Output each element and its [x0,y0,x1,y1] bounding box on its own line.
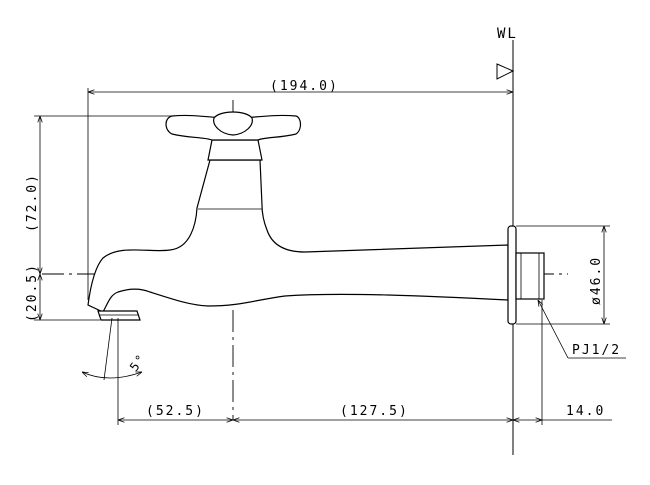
aerator-ring [97,310,141,321]
leader-line [538,300,569,359]
wall-flange [507,225,517,325]
faucet-body [87,111,545,325]
spout-reach-label: (52.5) [146,404,205,419]
spout-offset-label: (20.5) [25,263,40,322]
angle-tilt-line [103,317,113,381]
wl-triangle-icon [496,63,515,80]
thread-spec-label: PJ1/2 [572,343,621,358]
handle-knob [213,111,253,136]
diameter-dimension: ø46.0 [516,225,610,325]
handle-height-label: (72.0) [25,173,40,232]
wl-label: WL [497,26,518,42]
spindle-neck [207,139,263,161]
overall-length-dimension: (194.0) [87,79,513,300]
overall-length-label: (194.0) [270,79,339,94]
angle-label: 5° [127,351,149,374]
thread-length-label: 14.0 [566,404,605,419]
spout-body-outline [87,159,509,313]
body-length-label: (127.5) [340,404,409,419]
bottom-dimensions: (52.5) (127.5) 14.0 [118,300,612,425]
diameter-label: ø46.0 [589,256,604,305]
angle-annotation: 5° [82,317,149,425]
thread-leader: PJ1/2 [538,300,626,359]
pipe-thread [515,252,545,300]
angle-arc [82,372,142,379]
vertical-dimensions: (72.0) (20.5) [25,115,172,322]
